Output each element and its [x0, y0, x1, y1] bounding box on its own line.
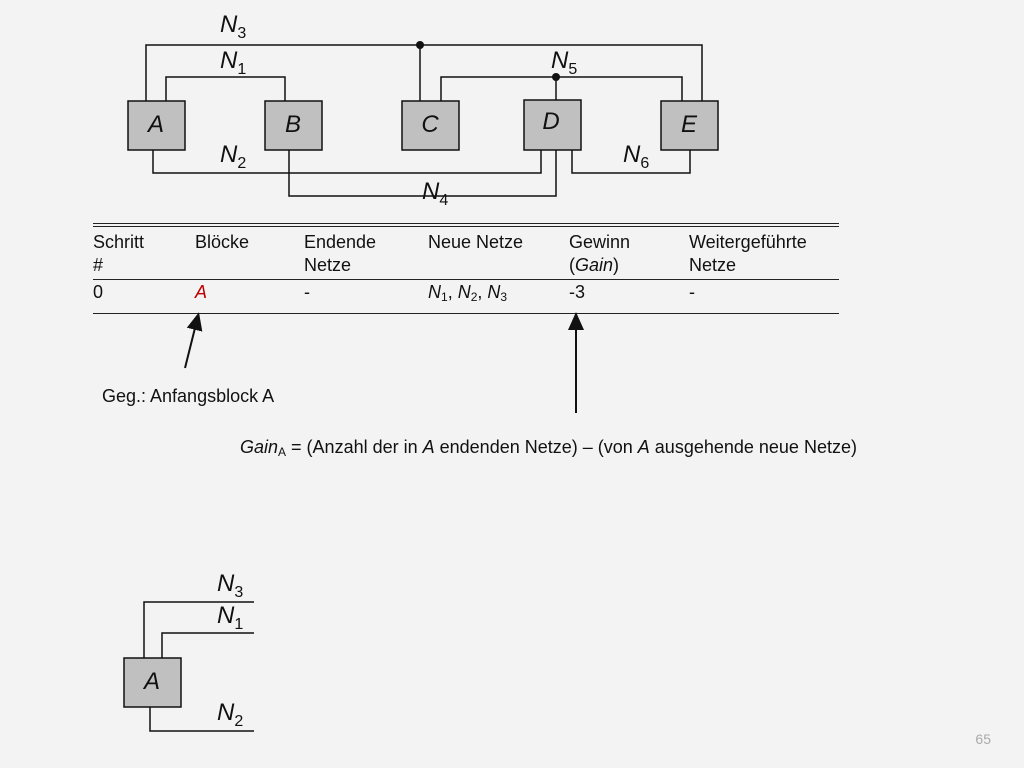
cell-endende: - [304, 279, 428, 314]
block-e: E [660, 100, 719, 151]
header-schritt: Schritt# [93, 232, 145, 275]
header-bloecke: Blöcke [195, 232, 250, 252]
block-a: A [123, 657, 182, 708]
net-label-n3: N3 [220, 11, 246, 42]
net-n2-wire [149, 707, 254, 732]
net-label-n2: N2 [220, 141, 246, 172]
svg-text:D: D [542, 108, 559, 135]
net-label-n2: N2 [217, 699, 243, 730]
table-top-rule [93, 223, 839, 227]
net-label-n3: N3 [217, 570, 243, 601]
net-label-n6: N6 [623, 141, 649, 172]
junction-dot [416, 41, 424, 49]
arrow-to-blocks [184, 312, 203, 369]
given-note: Geg.: Anfangsblock A [102, 386, 275, 406]
net-n4-wire [288, 150, 557, 197]
cell-schritt: 0 [93, 279, 195, 314]
cell-bloecke: A [195, 279, 304, 314]
cell-weiter: - [689, 279, 839, 314]
net-n6-wire [571, 150, 691, 174]
header-gewinn: Gewinn(Gain) [569, 232, 631, 275]
net-n2-wire [152, 150, 542, 174]
net-label-n1: N1 [217, 602, 243, 633]
header-neue-netze: Neue Netze [428, 232, 524, 252]
table-row: 0 A - N1, N2, N3 -3 - [93, 279, 839, 314]
net-label-n4: N4 [422, 178, 448, 209]
bottom-diagram: A N3 N1 N2 [123, 570, 254, 732]
net-label-n5: N5 [551, 47, 577, 78]
cell-neue-netze: N1, N2, N3 [428, 279, 569, 314]
block-a: A [127, 100, 186, 151]
svg-text:A: A [146, 111, 164, 138]
junction-dot [552, 73, 560, 81]
svg-text:E: E [681, 111, 698, 138]
block-c: C [401, 100, 460, 151]
block-d: D [523, 99, 582, 151]
net-n1-wire [165, 76, 286, 101]
net-n5-wire [440, 76, 683, 101]
circuit-diagram: A B C D E N3 N1 N5 N2 N6 N4 [127, 11, 719, 209]
svg-text:C: C [421, 111, 439, 138]
net-n1-wire [161, 632, 254, 658]
cell-gewinn: -3 [569, 279, 689, 314]
gain-formula: GainA = (Anzahl der in A endenden Netze)… [240, 437, 857, 459]
svg-text:A: A [142, 668, 160, 695]
net-n3-wire [143, 601, 254, 658]
block-b: B [264, 100, 323, 151]
page-number: 65 [975, 731, 991, 747]
net-label-n1: N1 [220, 47, 246, 78]
svg-text:B: B [285, 111, 301, 138]
